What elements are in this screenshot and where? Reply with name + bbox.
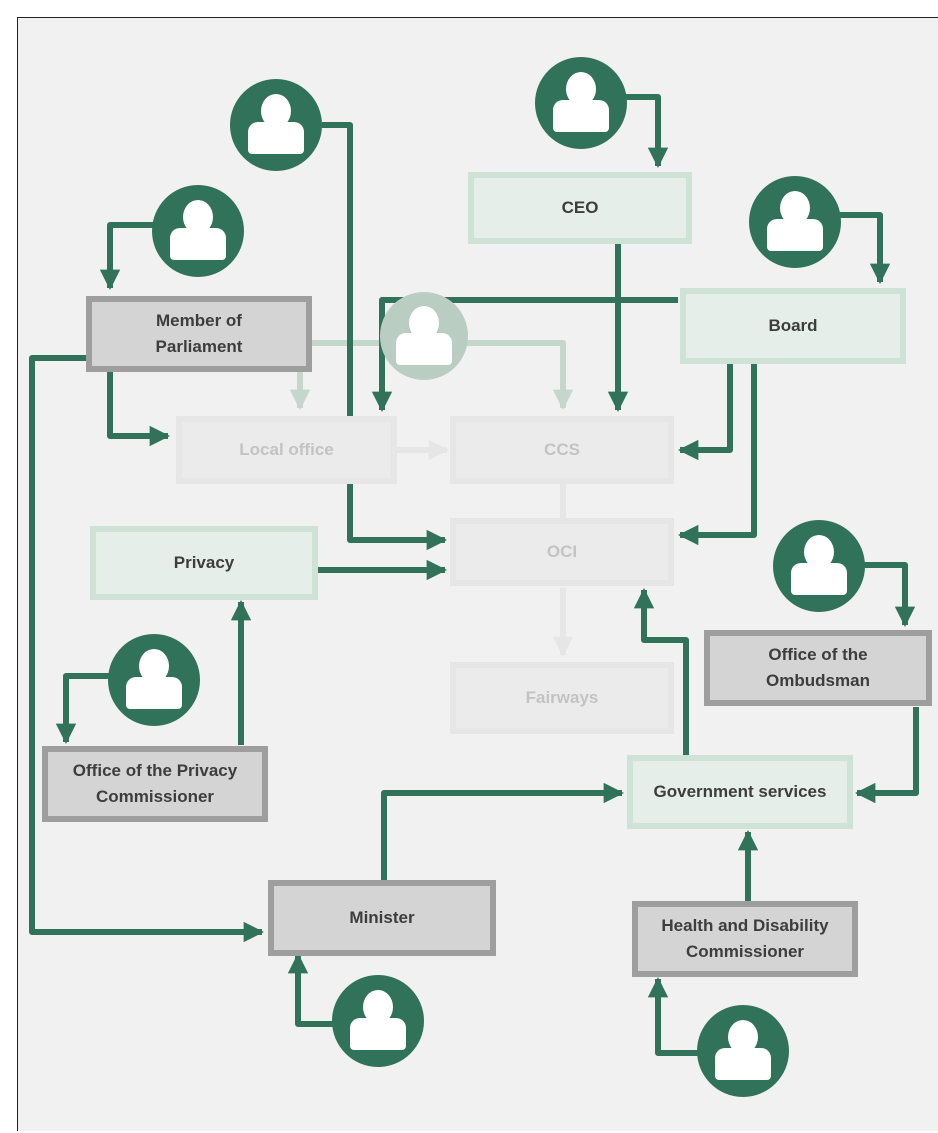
node-member-of-parliament-label: Member of Parliament bbox=[155, 311, 243, 356]
arrow-board-to-ccs bbox=[677, 364, 733, 461]
person-icon bbox=[230, 79, 322, 171]
arrow-person-to-ceo bbox=[624, 94, 669, 169]
node-board-label: Board bbox=[768, 316, 818, 335]
node-minister-label: Minister bbox=[349, 908, 415, 927]
arrow-person-to-privacy-commissioner bbox=[55, 673, 110, 745]
person-icon bbox=[773, 520, 865, 612]
person-icon bbox=[152, 185, 244, 277]
arrow-ombudsman-to-govservices bbox=[854, 707, 919, 804]
node-board: Board bbox=[680, 288, 906, 364]
node-ccs-label: CCS bbox=[544, 440, 580, 459]
node-oci: OCI bbox=[450, 518, 674, 586]
node-government-services-label: Government services bbox=[653, 782, 827, 801]
person-icon-faded bbox=[380, 292, 468, 380]
arrow-person-to-minister bbox=[287, 952, 338, 1027]
arrow-govservices-to-oci bbox=[633, 587, 689, 755]
node-office-of-the-privacy-commissioner-label: Office of the Privacy Commissioner bbox=[72, 761, 238, 806]
arrow-board-to-oci bbox=[677, 364, 757, 546]
node-ceo-label: CEO bbox=[561, 198, 599, 217]
arrow-mp-to-minister bbox=[29, 355, 265, 943]
arrow-minister-to-govservices bbox=[381, 782, 625, 880]
person-icon bbox=[697, 1005, 789, 1097]
arrow-person-to-ombudsman bbox=[862, 562, 916, 628]
arrow-board-to-localoffice bbox=[371, 297, 678, 413]
node-office-of-the-ombudsman: Office of the Ombudsman bbox=[704, 630, 932, 706]
person-icon bbox=[749, 176, 841, 268]
node-health-and-disability-commissioner-label: Health and Disability Commissioner bbox=[661, 916, 829, 961]
arrow-person-to-hdc bbox=[647, 976, 704, 1056]
node-minister: Minister bbox=[268, 880, 496, 956]
node-fairways-label: Fairways bbox=[525, 688, 599, 707]
node-office-of-the-privacy-commissioner: Office of the Privacy Commissioner bbox=[42, 746, 268, 822]
person-icon bbox=[535, 57, 627, 149]
node-privacy: Privacy bbox=[90, 526, 318, 600]
node-local-office: Local office bbox=[176, 416, 397, 484]
node-office-of-the-ombudsman-label: Office of the Ombudsman bbox=[766, 645, 870, 690]
node-ccs: CCS bbox=[450, 416, 674, 484]
node-oci-label: OCI bbox=[546, 542, 578, 561]
node-fairways: Fairways bbox=[450, 662, 674, 734]
arrow-person-to-board bbox=[837, 212, 891, 285]
person-icon bbox=[332, 975, 424, 1067]
arrow-person-to-mp bbox=[99, 222, 157, 291]
node-health-and-disability-commissioner: Health and Disability Commissioner bbox=[632, 901, 858, 977]
node-member-of-parliament: Member of Parliament bbox=[86, 296, 312, 372]
arrow-person-to-oci bbox=[322, 122, 448, 551]
node-government-services: Government services bbox=[627, 755, 853, 829]
person-icon bbox=[108, 634, 200, 726]
arrow-mp-to-localoffice-strong bbox=[107, 372, 171, 447]
node-ceo: CEO bbox=[468, 172, 692, 244]
node-local-office-label: Local office bbox=[239, 440, 334, 459]
node-privacy-label: Privacy bbox=[173, 553, 235, 572]
